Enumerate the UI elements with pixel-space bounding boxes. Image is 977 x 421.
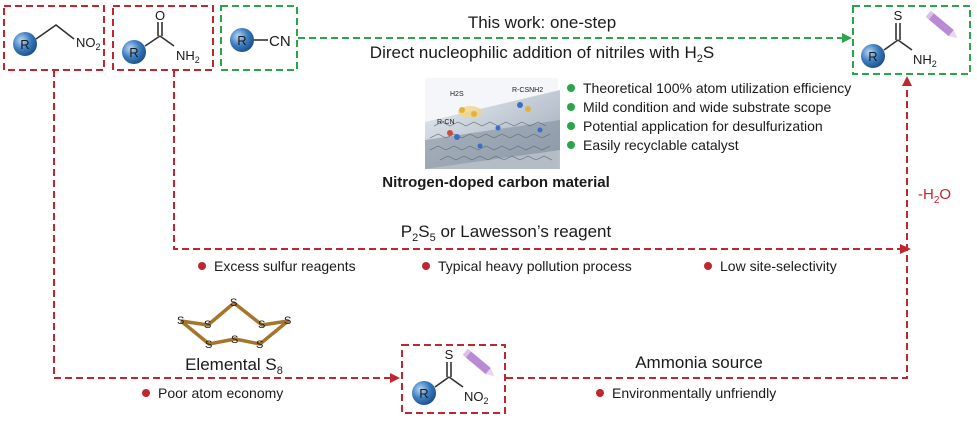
s8-ring: S S S S S S S S <box>177 297 291 351</box>
sulfur-atom: S <box>231 334 238 346</box>
list-item: Easily recyclable catalyst <box>583 137 739 153</box>
pencil-icon <box>925 10 958 39</box>
amide-o: O <box>155 8 165 23</box>
amide-box <box>112 5 214 71</box>
sulfur-atom: S <box>205 339 212 351</box>
amide-nh2: NH2 <box>176 48 200 65</box>
sulfur-atom: S <box>284 315 291 327</box>
thioamide-molecule: R S NH2 <box>861 8 958 69</box>
route-s8-path <box>53 70 400 383</box>
r-group-ball <box>13 32 37 56</box>
list-item: Low site-selectivity <box>720 258 837 274</box>
bullet-icon <box>704 262 712 270</box>
nitrile-box <box>220 5 298 71</box>
catalyst-illustration: H2S R-CSNH2 R-CN <box>425 78 560 169</box>
header-title: This work: one-step <box>468 13 616 32</box>
bullet-icon <box>567 84 575 92</box>
sulfur-atom: S <box>258 319 265 331</box>
r-group-ball <box>122 40 146 64</box>
inset-h2s-label: H2S <box>450 91 464 98</box>
advantages-list: Theoretical 100% atom utilization effici… <box>567 80 851 153</box>
thioamide-nh2: NH2 <box>913 52 937 69</box>
sulfur-atom: S <box>256 339 263 351</box>
lawesson-arrowhead <box>900 244 911 254</box>
bullet-icon <box>596 389 604 397</box>
list-item: Potential application for desulfurizatio… <box>583 118 823 134</box>
list-item: Theoretical 100% atom utilization effici… <box>583 80 851 96</box>
environmentally-unfriendly-text: Environmentally unfriendly <box>612 385 776 401</box>
thioamide-box <box>852 5 971 75</box>
lawesson-reagent-label: P2S5 or Lawesson’s reagent <box>401 222 612 244</box>
list-item: Mild condition and wide substrate scope <box>583 99 831 115</box>
bullet-icon <box>142 389 150 397</box>
thionitro-molecule: R S NO2 <box>412 347 495 406</box>
lawesson-drawbacks: Excess sulfur reagents Typical heavy pol… <box>198 258 837 274</box>
r-label: R <box>419 386 428 401</box>
amide-molecule: R O NH2 <box>122 8 200 65</box>
r-group-ball <box>861 44 885 68</box>
header-subtitle: Direct nucleophilic addition of nitriles… <box>370 43 714 65</box>
nitro-bonds <box>35 24 75 40</box>
thioamide-s: S <box>894 8 903 23</box>
sulfur-atom: S <box>177 315 184 327</box>
inset-product-label: R-CSNH2 <box>512 87 543 94</box>
nitrile-cn: CN <box>269 33 291 50</box>
r-label: R <box>20 37 29 52</box>
bullet-icon <box>198 262 206 270</box>
r-label: R <box>129 45 138 60</box>
list-item: Excess sulfur reagents <box>214 258 356 274</box>
poor-atom-economy-text: Poor atom economy <box>158 385 283 401</box>
thionitro-s: S <box>445 347 454 362</box>
sulfur-atom: S <box>230 297 237 309</box>
inset-reactant-label: R-CN <box>437 119 455 126</box>
bullet-icon <box>567 141 575 149</box>
thionitro-box <box>401 344 506 414</box>
nitro-molecule: R NO2 <box>13 24 101 56</box>
route-ammonia-path <box>506 76 912 379</box>
r-group-ball <box>230 28 254 52</box>
r-label: R <box>237 33 246 48</box>
catalyst-label: Nitrogen-doped carbon material <box>382 174 610 191</box>
nitrile-molecule: R CN <box>230 28 291 52</box>
list-item: Typical heavy pollution process <box>438 258 632 274</box>
thionitro-no2: NO2 <box>464 389 489 406</box>
sulfur-atom: S <box>204 319 211 331</box>
route-lawesson-path <box>173 70 907 250</box>
bullet-icon <box>567 122 575 130</box>
nitro-label: NO2 <box>76 35 101 52</box>
s8-label: Elemental S8 <box>185 355 283 377</box>
bullet-icon <box>567 103 575 111</box>
dehydration-label: -H2O <box>918 186 951 206</box>
r-group-ball <box>412 381 436 405</box>
r-label: R <box>868 49 877 64</box>
ammonia-source-label: Ammonia source <box>635 353 763 372</box>
bullet-icon <box>422 262 430 270</box>
pencil-icon <box>462 348 495 377</box>
